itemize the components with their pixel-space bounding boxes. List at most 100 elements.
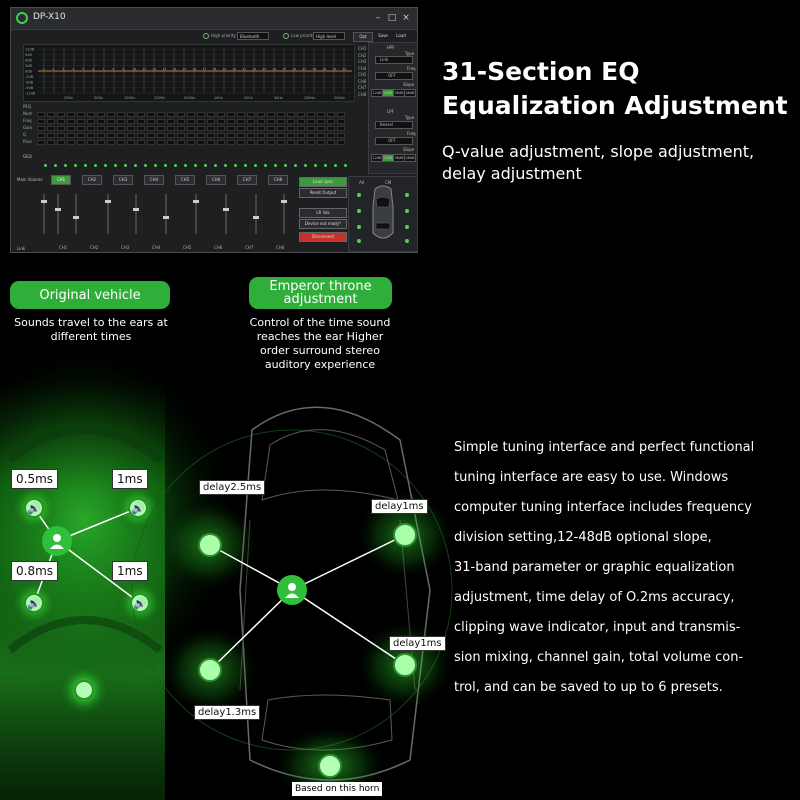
- param-cell[interactable]: [147, 112, 155, 117]
- param-cell[interactable]: [177, 140, 185, 145]
- param-cell[interactable]: [307, 133, 315, 138]
- param-cell[interactable]: [147, 119, 155, 124]
- param-cell[interactable]: [77, 126, 85, 131]
- param-cell[interactable]: [87, 112, 95, 117]
- lpf-type-select[interactable]: Bessel: [375, 121, 413, 129]
- param-cell[interactable]: [187, 112, 195, 117]
- fader-knob[interactable]: [193, 200, 199, 203]
- param-cell[interactable]: [247, 126, 255, 131]
- param-cell[interactable]: [147, 140, 155, 145]
- param-cell[interactable]: [307, 126, 315, 131]
- param-cell[interactable]: [287, 112, 295, 117]
- param-cell[interactable]: [327, 133, 335, 138]
- param-cell[interactable]: [217, 126, 225, 131]
- param-cell[interactable]: [187, 126, 195, 131]
- param-cell[interactable]: [227, 112, 235, 117]
- param-cell[interactable]: [87, 126, 95, 131]
- param-cell[interactable]: [67, 126, 75, 131]
- eq-channel-item[interactable]: CH5: [358, 72, 367, 77]
- volume-fader[interactable]: [105, 194, 111, 234]
- param-cell[interactable]: [127, 119, 135, 124]
- channel-tab[interactable]: CH4: [144, 175, 164, 185]
- high-priority-radio[interactable]: High priority: [203, 33, 236, 39]
- param-cell[interactable]: [107, 133, 115, 138]
- low-priority-radio[interactable]: Low priority: [283, 33, 315, 39]
- side-button[interactable]: Load spec: [299, 177, 347, 187]
- param-cell[interactable]: [197, 112, 205, 117]
- param-cell[interactable]: [77, 133, 85, 138]
- bottom-channel-label[interactable]: CH4: [152, 245, 161, 250]
- param-cell[interactable]: [67, 133, 75, 138]
- param-cell[interactable]: [327, 140, 335, 145]
- param-cell[interactable]: [207, 112, 215, 117]
- param-cell[interactable]: [267, 126, 275, 131]
- param-cell[interactable]: [167, 119, 175, 124]
- param-cell[interactable]: [227, 126, 235, 131]
- param-cell[interactable]: [297, 112, 305, 117]
- param-cell[interactable]: [157, 140, 165, 145]
- volume-fader[interactable]: [193, 194, 199, 234]
- param-cell[interactable]: [77, 112, 85, 117]
- hpf-type-select[interactable]: Link: [375, 56, 413, 64]
- fader-knob[interactable]: [163, 216, 169, 219]
- param-cell[interactable]: [97, 140, 105, 145]
- param-cell[interactable]: [227, 119, 235, 124]
- param-cell[interactable]: [187, 140, 195, 145]
- param-cell[interactable]: [147, 133, 155, 138]
- param-cell[interactable]: [157, 126, 165, 131]
- param-cell[interactable]: [317, 126, 325, 131]
- high-priority-select[interactable]: Bluetooth: [237, 32, 269, 40]
- channel-tab[interactable]: CH7: [237, 175, 257, 185]
- param-cell[interactable]: [257, 126, 265, 131]
- hpf-freq-input[interactable]: OFF: [375, 72, 413, 80]
- fader-knob[interactable]: [223, 208, 229, 211]
- param-cell[interactable]: [317, 140, 325, 145]
- fader-knob[interactable]: [73, 216, 79, 219]
- param-cell[interactable]: [47, 133, 55, 138]
- param-cell[interactable]: [277, 126, 285, 131]
- param-cell[interactable]: [177, 126, 185, 131]
- param-cell[interactable]: [277, 140, 285, 145]
- param-cell[interactable]: [157, 112, 165, 117]
- param-cell[interactable]: [267, 133, 275, 138]
- param-cell[interactable]: [117, 112, 125, 117]
- volume-fader[interactable]: [41, 194, 47, 234]
- volume-fader[interactable]: [133, 194, 139, 234]
- param-cell[interactable]: [287, 140, 295, 145]
- param-cell[interactable]: [217, 140, 225, 145]
- bottom-channel-label[interactable]: CH2: [90, 245, 99, 250]
- param-cell[interactable]: [247, 112, 255, 117]
- side-button[interactable]: Reset Output: [299, 188, 347, 198]
- fader-knob[interactable]: [253, 216, 259, 219]
- param-cell[interactable]: [67, 119, 75, 124]
- param-cell[interactable]: [167, 112, 175, 117]
- param-cell[interactable]: [287, 133, 295, 138]
- param-cell[interactable]: [157, 133, 165, 138]
- param-cell[interactable]: [167, 133, 175, 138]
- param-cell[interactable]: [337, 112, 345, 117]
- volume-fader[interactable]: [163, 194, 169, 234]
- param-cell[interactable]: [37, 119, 45, 124]
- minimize-icon[interactable]: –: [375, 13, 381, 23]
- param-cell[interactable]: [327, 126, 335, 131]
- param-cell[interactable]: [127, 133, 135, 138]
- param-cell[interactable]: [297, 119, 305, 124]
- param-cell[interactable]: [177, 119, 185, 124]
- param-cell[interactable]: [47, 119, 55, 124]
- param-cell[interactable]: [127, 126, 135, 131]
- param-cell[interactable]: [177, 112, 185, 117]
- param-cell[interactable]: [167, 126, 175, 131]
- param-cell[interactable]: [57, 126, 65, 131]
- param-cell[interactable]: [207, 126, 215, 131]
- opt-button[interactable]: Opt: [353, 32, 373, 42]
- param-cell[interactable]: [47, 140, 55, 145]
- low-priority-select[interactable]: High level: [313, 32, 345, 40]
- param-cell[interactable]: [217, 133, 225, 138]
- bottom-channel-label[interactable]: CH6: [214, 245, 223, 250]
- param-cell[interactable]: [287, 119, 295, 124]
- param-cell[interactable]: [137, 140, 145, 145]
- param-cell[interactable]: [107, 119, 115, 124]
- param-cell[interactable]: [277, 112, 285, 117]
- param-cell[interactable]: [227, 133, 235, 138]
